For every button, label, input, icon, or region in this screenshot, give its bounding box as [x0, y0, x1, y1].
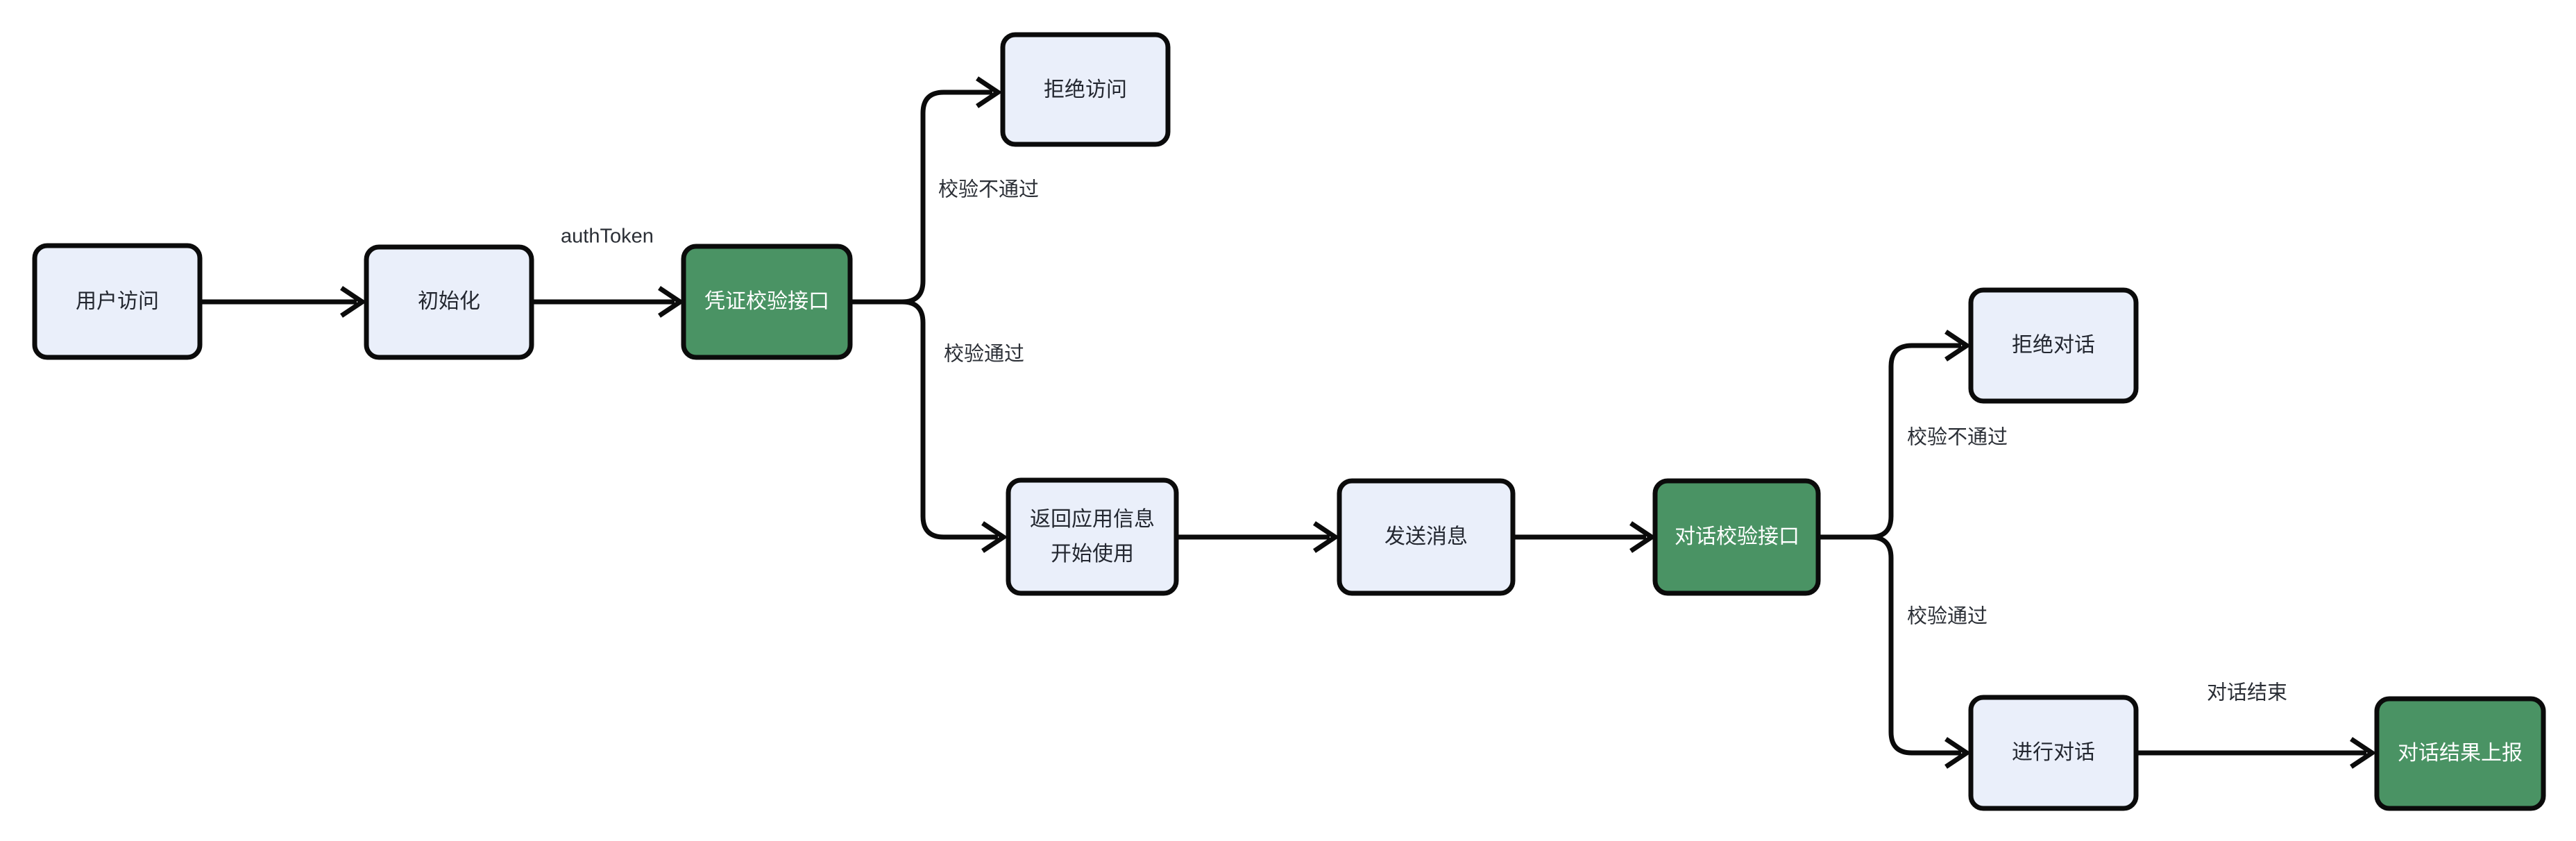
node-user-access[interactable]: 用户访问: [32, 243, 203, 360]
node-label-deny-chat: 拒绝对话: [2012, 334, 2095, 357]
arrowhead-icon: [2350, 737, 2377, 769]
edge-label-verify-fail-1: 校验不通过: [938, 178, 1039, 201]
edge-label-auth-token: authToken: [561, 226, 654, 248]
node-report-result[interactable]: 对话结果上报: [2374, 696, 2546, 811]
node-label-cred-verify-api: 凭证校验接口: [704, 290, 829, 313]
arrowhead-icon: [1313, 521, 1340, 553]
node-deny-chat[interactable]: 拒绝对话: [1968, 287, 2139, 404]
arrowhead-icon: [981, 521, 1008, 553]
node-box[interactable]: [32, 243, 203, 360]
edge-line: [1818, 534, 1961, 756]
edge-user-access-to-init: [200, 286, 367, 318]
edge-return-app-info-to-send-message: [1176, 521, 1340, 553]
node-box[interactable]: [1000, 32, 1171, 147]
edge-line: [850, 299, 998, 540]
edge-label-verify-pass-1: 校验通过: [944, 343, 1024, 366]
arrowhead-icon: [658, 286, 685, 318]
edge-do-chat-to-report-result: 对话结束: [2136, 681, 2377, 769]
edge-label-verify-fail-2: 校验不通过: [1907, 426, 2008, 449]
node-deny-access[interactable]: 拒绝访问: [1000, 32, 1171, 147]
node-label-send-message: 发送消息: [1384, 525, 1468, 548]
node-label-report-result: 对话结果上报: [2398, 742, 2523, 765]
arrowhead-icon: [1629, 521, 1656, 553]
node-box[interactable]: [1652, 478, 1821, 596]
edge-send-message-to-chat-verify: [1513, 521, 1656, 553]
node-label-chat-verify-api: 对话校验接口: [1675, 525, 1799, 548]
edge-label-chat-end: 对话结束: [2207, 681, 2287, 704]
node-do-chat[interactable]: 进行对话: [1968, 695, 2139, 811]
arrowhead-icon: [1944, 330, 1972, 362]
node-label-do-chat: 进行对话: [2012, 741, 2095, 764]
node-return-app-info[interactable]: 返回应用信息 开始使用: [1006, 477, 1179, 596]
arrowhead-icon: [976, 76, 1003, 108]
node-box[interactable]: [1337, 478, 1516, 596]
node-label-return-app-info-line1: 返回应用信息: [1030, 508, 1155, 531]
node-box[interactable]: [364, 244, 534, 360]
node-box[interactable]: [681, 244, 853, 360]
node-label-return-app-info-line2: 开始使用: [1051, 543, 1134, 566]
node-chat-verify-api[interactable]: 对话校验接口: [1652, 478, 1821, 596]
node-box[interactable]: [2374, 696, 2546, 811]
node-box[interactable]: [1968, 695, 2139, 811]
arrowhead-icon: [1944, 737, 1972, 769]
node-cred-verify-api[interactable]: 凭证校验接口: [681, 244, 853, 360]
edge-cred-verify-to-return-app-info: 校验通过: [850, 299, 1024, 553]
node-init[interactable]: 初始化: [364, 244, 534, 360]
edge-label-verify-pass-2: 校验通过: [1907, 605, 1988, 628]
edge-init-to-cred-verify: authToken: [532, 226, 685, 318]
node-send-message[interactable]: 发送消息: [1337, 478, 1516, 596]
node-label-deny-access: 拒绝访问: [1044, 78, 1127, 101]
edge-chat-verify-to-do-chat: 校验通过: [1818, 534, 1988, 769]
arrowhead-icon: [340, 286, 367, 318]
node-label-user-access: 用户访问: [76, 290, 159, 313]
node-box[interactable]: [1968, 287, 2139, 404]
node-box[interactable]: [1006, 477, 1179, 596]
node-label-init: 初始化: [418, 290, 480, 313]
